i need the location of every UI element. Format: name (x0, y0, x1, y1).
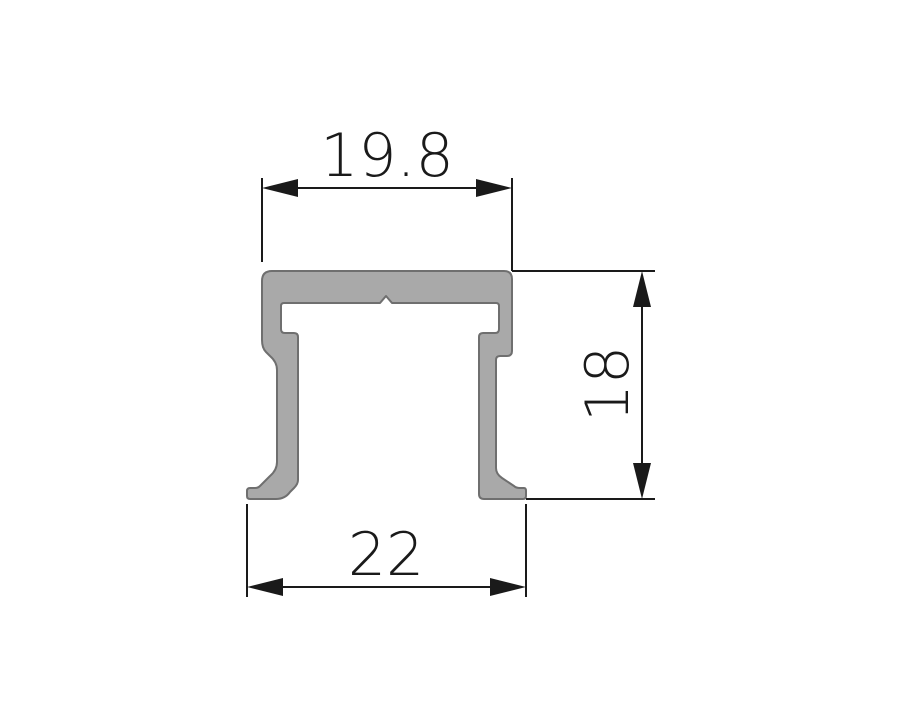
top-left-arrowhead (262, 179, 298, 197)
bottom-width-label: 22 (348, 520, 424, 590)
height-dimension: 18 (512, 270, 655, 500)
height-top-arrowhead (633, 271, 651, 307)
channel-profile (246, 270, 527, 500)
bottom-right-arrowhead (490, 578, 526, 596)
height-bottom-arrowhead (633, 463, 651, 499)
bottom-left-arrowhead (247, 578, 283, 596)
top-width-label: 19.8 (320, 121, 454, 191)
top-right-arrowhead (476, 179, 512, 197)
top-width-dimension: 19.8 (261, 121, 513, 271)
height-label: 18 (573, 346, 643, 422)
bottom-width-dimension: 22 (246, 504, 527, 597)
